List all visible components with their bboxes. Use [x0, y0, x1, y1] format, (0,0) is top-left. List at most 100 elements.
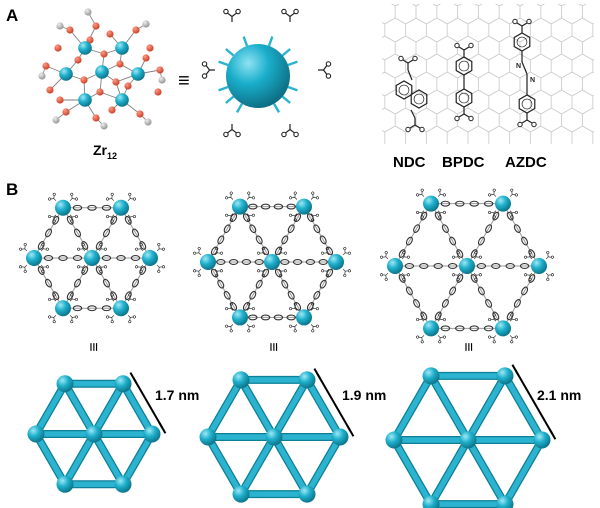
- carboxylate-group: [201, 61, 215, 79]
- rod-model-3: [385, 364, 557, 508]
- connector-stub: [287, 60, 298, 67]
- rod-node: [85, 425, 103, 443]
- linker-ring: [441, 224, 449, 233]
- carboxylate-group: [437, 313, 446, 322]
- framework-2-equivalence: ≡: [264, 342, 282, 352]
- linker-ring: [413, 224, 421, 233]
- carboxylate-group: [77, 264, 86, 273]
- zirconium-atom: [95, 65, 109, 79]
- framework-node: [200, 254, 216, 270]
- linker-ring: [66, 215, 74, 225]
- oxygen-atom: [132, 26, 140, 34]
- oxygen-atom: [116, 60, 124, 68]
- oxygen-symbol: [526, 18, 532, 25]
- oxygen-atom: [42, 62, 50, 70]
- hydrogen-atom: [38, 72, 46, 80]
- framework-node: [55, 300, 71, 317]
- distance-label-2: 1.9 nm: [342, 387, 387, 403]
- linker-ring: [102, 228, 111, 238]
- carboxylate-group: [278, 247, 287, 256]
- linker-ring: [469, 200, 479, 207]
- linker-ring: [248, 203, 258, 210]
- oxygen-atom: [112, 78, 120, 86]
- carboxylate-group: [416, 210, 425, 219]
- panel-a-letter: A: [6, 6, 19, 25]
- carboxylate-group: [318, 61, 332, 79]
- linker-ring: [470, 274, 478, 283]
- zr12-sphere-model: [201, 8, 332, 138]
- zirconium-atom: [131, 67, 145, 81]
- hydrogen-atom: [56, 22, 64, 30]
- carboxylate-group: [380, 251, 389, 260]
- linker-ring: [44, 228, 53, 238]
- linker-ring: [260, 314, 271, 321]
- carboxylate-group: [193, 247, 202, 256]
- zr12-label: Zr12: [93, 142, 117, 161]
- linker-ring: [319, 279, 327, 289]
- rod-node: [385, 431, 403, 449]
- carboxylate-group: [289, 324, 298, 333]
- zr12-label-subscript: 12: [107, 150, 118, 161]
- carboxylate-group: [223, 8, 241, 22]
- oxygen-symbol: [454, 115, 460, 122]
- connector-stub: [235, 103, 244, 113]
- framework-node: [296, 198, 312, 215]
- framework-node: [387, 258, 403, 274]
- carboxylate-group: [246, 302, 255, 311]
- linker-ring: [519, 263, 530, 269]
- carboxylate-group: [135, 243, 144, 252]
- linker-ring: [287, 224, 295, 234]
- graphene-hex-background: [382, 4, 594, 144]
- carboxylate-group: [98, 243, 107, 252]
- linker-ring: [398, 249, 406, 258]
- rod-node: [232, 371, 250, 389]
- linker-ring: [52, 291, 60, 301]
- carboxylate-group: [401, 272, 410, 281]
- carboxylate-group: [278, 268, 287, 277]
- linker-ring: [102, 278, 111, 288]
- linker-ring: [101, 305, 112, 312]
- linker-ring: [273, 203, 284, 210]
- linker-ring: [440, 325, 451, 332]
- carboxylate-group: [214, 247, 223, 256]
- zirconium-atom: [115, 41, 129, 55]
- carboxylate-group: [509, 210, 518, 219]
- nitrogen-symbol: N: [530, 77, 535, 84]
- carboxylate-group: [106, 315, 115, 324]
- rod-node: [27, 425, 45, 443]
- linker-ring: [248, 314, 258, 321]
- carboxylate-group: [40, 243, 49, 252]
- linker-ring: [281, 235, 289, 245]
- rod-node: [114, 475, 132, 493]
- framework-node: [142, 250, 158, 266]
- linker-ring: [492, 211, 500, 221]
- connector-stub: [272, 103, 281, 113]
- carboxylate-group: [257, 247, 266, 256]
- oxygen-atom: [156, 66, 164, 74]
- linker-ring: [58, 255, 68, 261]
- carboxylate-group: [452, 251, 461, 260]
- carboxylate-group: [127, 214, 136, 223]
- linker-ring: [456, 249, 464, 258]
- carboxylate-group: [437, 188, 446, 197]
- linker-ring: [124, 291, 132, 301]
- benzene-ring: [395, 80, 413, 100]
- hydrogen-atom: [100, 122, 108, 130]
- linker-ring: [420, 211, 428, 221]
- framework-2: [193, 191, 351, 333]
- carboxylate-group: [416, 335, 425, 344]
- oxygen-atom: [46, 86, 54, 94]
- carboxylate-group: [416, 188, 425, 197]
- bracket-tick: [313, 368, 322, 380]
- connector-stub: [225, 48, 235, 57]
- oxygen-atom: [92, 22, 100, 30]
- rod-node: [298, 485, 316, 503]
- linker-ring: [434, 311, 442, 321]
- linker-ring: [43, 255, 54, 261]
- oxygen-atom: [80, 76, 88, 84]
- carboxylate-group: [310, 302, 319, 311]
- linker-ring: [216, 259, 226, 265]
- linker-ring: [223, 224, 231, 234]
- framework-node: [26, 250, 42, 266]
